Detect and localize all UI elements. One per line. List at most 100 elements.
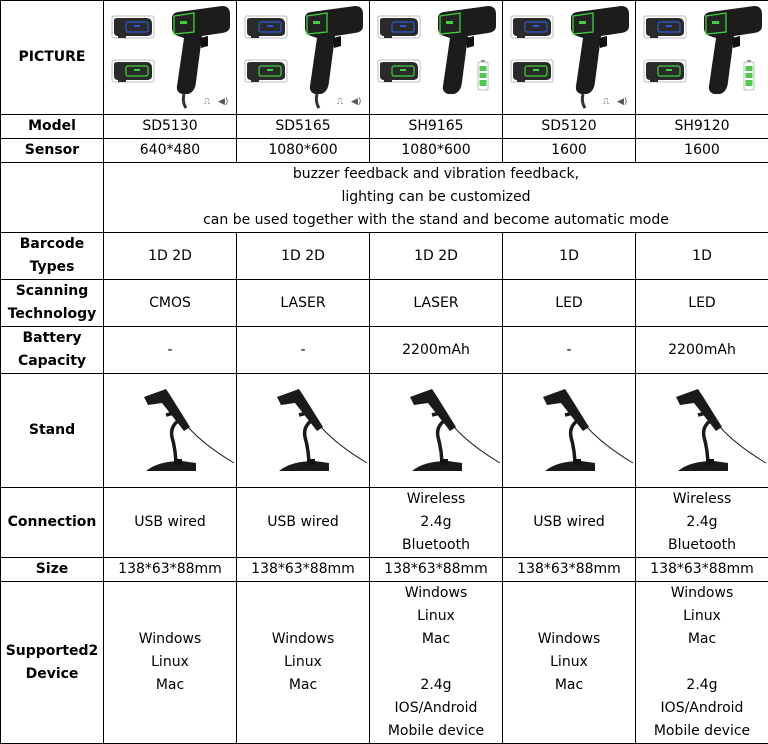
- size-value: 138*63*88mm: [636, 558, 768, 582]
- connection-value: USB wired: [503, 488, 636, 558]
- battery-capacity-value: -: [237, 327, 370, 374]
- row-battery-capacity: Battery Capacity - - 2200mAh - 2200mAh: [1, 327, 768, 374]
- scanning-technology-value: LASER: [237, 280, 370, 327]
- list-line: Linux: [370, 605, 502, 628]
- list-line: Linux: [104, 651, 236, 674]
- wireless-scanner-image: [370, 2, 503, 114]
- list-line: Wireless: [636, 488, 768, 511]
- svg-text:⎍: ⎍: [603, 97, 610, 107]
- scanner-stand-image: [636, 375, 768, 487]
- list-line: USB wired: [237, 511, 369, 534]
- battery-capacity-value: 2200mAh: [370, 327, 503, 374]
- row-label-picture: PICTURE: [1, 1, 104, 115]
- scanner-stand-image: [503, 375, 636, 487]
- scanning-technology-value: CMOS: [104, 280, 237, 327]
- row-barcode-types: Barcode Types 1D 2D 1D 2D 1D 2D 1D 1D: [1, 233, 768, 280]
- row-label-size: Size: [1, 558, 104, 582]
- size-value: 138*63*88mm: [370, 558, 503, 582]
- scanning-technology-value: LASER: [370, 280, 503, 327]
- list-line: Wireless: [370, 488, 502, 511]
- row-stand: Stand: [1, 374, 768, 488]
- list-line: 2.4g: [370, 511, 502, 534]
- list-line: USB wired: [104, 511, 236, 534]
- wireless-scanner-image: [636, 2, 768, 114]
- product-picture: ⎍ ◀): [104, 1, 237, 115]
- stand-picture: [503, 374, 636, 488]
- list-line: Linux: [237, 651, 369, 674]
- row-label-connection: Connection: [1, 488, 104, 558]
- scanner-stand-image: [104, 375, 237, 487]
- list-line: 2.4g: [636, 511, 768, 534]
- list-line: USB wired: [503, 511, 635, 534]
- sensor-value: 640*480: [104, 139, 237, 163]
- list-line: Mac: [503, 674, 635, 697]
- list-line: Mac: [636, 628, 768, 651]
- product-picture: [370, 1, 503, 115]
- stand-picture: [636, 374, 768, 488]
- sensor-value: 1600: [503, 139, 636, 163]
- scanner-stand-image: [370, 375, 503, 487]
- feature-line: can be used together with the stand and …: [104, 209, 768, 232]
- list-line: 2.4g: [370, 674, 502, 697]
- feature-line: buzzer feedback and vibration feedback,: [104, 163, 768, 186]
- svg-text:◀): ◀): [218, 97, 228, 107]
- size-value: 138*63*88mm: [503, 558, 636, 582]
- row-label-supported-device: Supported2 Device: [1, 582, 104, 744]
- list-line: Bluetooth: [636, 534, 768, 557]
- list-line: Mac: [370, 628, 502, 651]
- scanning-technology-value: LED: [503, 280, 636, 327]
- list-line: IOS/Android: [636, 697, 768, 720]
- list-line: Mobile device: [370, 720, 502, 743]
- size-value: 138*63*88mm: [237, 558, 370, 582]
- list-line: Linux: [503, 651, 635, 674]
- row-label-sensor: Sensor: [1, 139, 104, 163]
- battery-capacity-value: -: [104, 327, 237, 374]
- shared-features: buzzer feedback and vibration feedback, …: [104, 163, 768, 233]
- sensor-value: 1080*600: [237, 139, 370, 163]
- row-picture: PICTURE ⎍ ◀): [1, 1, 768, 115]
- sensor-value: 1600: [636, 139, 768, 163]
- connection-value: USB wired: [104, 488, 237, 558]
- list-line: [370, 651, 502, 674]
- barcode-types-value: 1D: [503, 233, 636, 280]
- stand-picture: [370, 374, 503, 488]
- row-size: Size 138*63*88mm 138*63*88mm 138*63*88mm…: [1, 558, 768, 582]
- scanner-stand-image: [237, 375, 370, 487]
- wired-scanner-image: ⎍ ◀): [503, 2, 636, 114]
- list-line: Bluetooth: [370, 534, 502, 557]
- svg-text:⎍: ⎍: [204, 97, 211, 107]
- model-value: SH9120: [636, 115, 768, 139]
- row-label-battery-capacity: Battery Capacity: [1, 327, 104, 374]
- connection-value: USB wired: [237, 488, 370, 558]
- svg-text:⎍: ⎍: [337, 97, 344, 107]
- sensor-value: 1080*600: [370, 139, 503, 163]
- size-value: 138*63*88mm: [104, 558, 237, 582]
- row-label-features: [1, 163, 104, 233]
- svg-text:◀): ◀): [351, 97, 361, 107]
- row-features: buzzer feedback and vibration feedback, …: [1, 163, 768, 233]
- list-line: Linux: [636, 605, 768, 628]
- barcode-types-value: 1D: [636, 233, 768, 280]
- row-model: Model SD5130 SD5165 SH9165 SD5120 SH9120: [1, 115, 768, 139]
- product-picture: ⎍ ◀): [237, 1, 370, 115]
- list-line: 2.4g: [636, 674, 768, 697]
- model-value: SD5130: [104, 115, 237, 139]
- row-label-model: Model: [1, 115, 104, 139]
- list-line: IOS/Android: [370, 697, 502, 720]
- stand-picture: [237, 374, 370, 488]
- row-label-stand: Stand: [1, 374, 104, 488]
- list-line: [636, 651, 768, 674]
- barcode-types-value: 1D 2D: [237, 233, 370, 280]
- row-scanning-technology: Scanning Technology CMOS LASER LASER LED…: [1, 280, 768, 327]
- list-line: Mac: [237, 674, 369, 697]
- product-picture: [636, 1, 768, 115]
- stand-picture: [104, 374, 237, 488]
- scanning-technology-value: LED: [636, 280, 768, 327]
- row-label-barcode-types: Barcode Types: [1, 233, 104, 280]
